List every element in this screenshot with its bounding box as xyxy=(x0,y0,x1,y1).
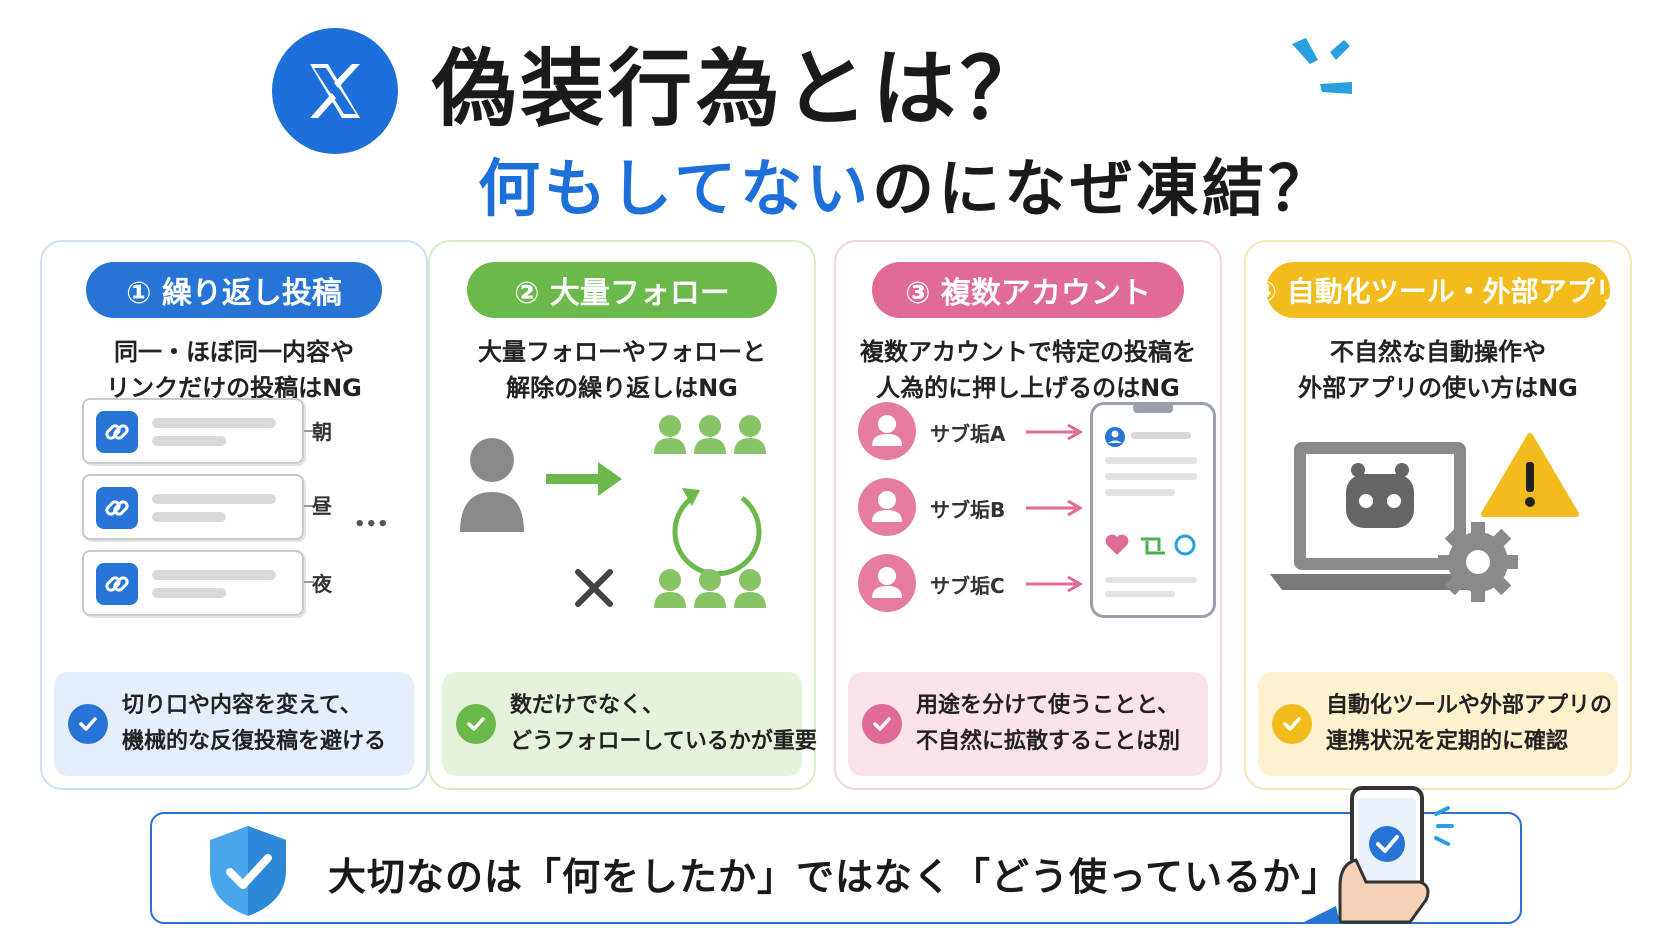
check-icon xyxy=(456,704,496,744)
tip-text: 切り口や内容を変えて、 機械的な反復投稿を避ける xyxy=(122,688,386,760)
sub-account-label: サブ垢B xyxy=(930,498,1006,522)
tip-box: 切り口や内容を変えて、 機械的な反復投稿を避ける xyxy=(54,672,414,776)
link-icon xyxy=(96,411,138,453)
tip-line: 用途を分けて使うことと、 xyxy=(916,693,1180,718)
card-mass-follow: ② 大量フォロー 大量フォローやフォローと 解除の繰り返しはNG xyxy=(428,240,817,790)
heart-icon xyxy=(1105,534,1129,555)
post-card xyxy=(82,550,304,616)
summary-text: 大切なのは「何をしたか」ではなく「どう使っているか」 xyxy=(328,855,1341,899)
desc-line: 解除の繰り返しはNG xyxy=(506,374,738,402)
sparkle-icon xyxy=(1292,38,1352,94)
tip-line: 不自然に拡散することは別 xyxy=(916,729,1181,754)
subtitle-highlight: 何もしてない xyxy=(478,152,873,225)
repeat-posting-illustration: 朝 昼 ••• 夜 xyxy=(42,398,426,667)
card-description: 同一・ほぼ同一内容や リンクだけの投稿はNG xyxy=(42,334,426,406)
link-icon xyxy=(96,487,138,529)
comment-icon xyxy=(1174,534,1196,556)
desc-line: 同一・ほぼ同一内容や xyxy=(114,338,354,366)
robot-icon xyxy=(1346,463,1414,528)
card-automation-tools: ④ 自動化ツール・外部アプリ 不自然な自動操作や 外部アプリの使い方はNG xyxy=(1244,240,1632,790)
warning-icon xyxy=(1481,433,1579,517)
tip-box: 自動化ツールや外部アプリの 連携状況を定期的に確認 xyxy=(1258,672,1618,776)
check-icon xyxy=(862,704,902,744)
page-title: 偽装行為とは？ xyxy=(432,40,1049,138)
avatar-icon xyxy=(858,554,916,612)
post-card xyxy=(82,398,304,464)
desc-line: 不自然な自動操作や xyxy=(1330,338,1546,366)
subtitle-rest: のになぜ凍結？ xyxy=(872,152,1335,225)
refresh-cycle-icon xyxy=(672,488,762,577)
ellipsis: ••• xyxy=(354,514,389,535)
page-subtitle: 何もしてないのになぜ凍結？ xyxy=(478,138,1334,228)
mass-follow-illustration xyxy=(430,402,814,667)
gear-icon xyxy=(1438,522,1518,602)
x-logo-icon xyxy=(272,28,398,154)
shield-check-icon xyxy=(210,826,286,916)
group-icon xyxy=(654,415,766,454)
avatar-icon xyxy=(858,402,916,460)
header: 偽装行為とは？ 何もしてないのになぜ凍結？ xyxy=(0,0,1672,230)
group-icon xyxy=(654,569,766,608)
card-description: 複数アカウントで特定の投稿を 人為的に押し上げるのはNG xyxy=(836,334,1220,406)
tip-line: 連携状況を定期的に確認 xyxy=(1326,729,1569,754)
check-icon xyxy=(1272,704,1312,744)
tip-line: どうフォローしているかが重要 xyxy=(510,729,817,754)
check-icon xyxy=(68,704,108,744)
desc-line: 大量フォローやフォローと xyxy=(478,338,766,366)
desc-line: 外部アプリの使い方はNG xyxy=(1298,374,1578,402)
tip-text: 数だけでなく、 どうフォローしているかが重要 xyxy=(510,688,817,760)
arrow-right-icon xyxy=(546,462,622,496)
sub-account-label: サブ垢A xyxy=(930,422,1006,446)
tip-line: 自動化ツールや外部アプリの xyxy=(1326,693,1613,718)
time-label: 夜 xyxy=(312,572,332,596)
tip-text: 用途を分けて使うことと、 不自然に拡散することは別 xyxy=(916,688,1180,760)
desc-line: リンクだけの投稿はNG xyxy=(106,374,362,402)
hand-phone-icon xyxy=(1300,786,1454,924)
card-title: ④ 自動化ツール・外部アプリ xyxy=(1253,262,1623,318)
tip-box: 数だけでなく、 どうフォローしているかが重要 xyxy=(442,672,817,776)
link-icon xyxy=(96,563,138,605)
cross-icon xyxy=(575,569,613,607)
avatar-icon xyxy=(858,478,916,536)
card-description: 大量フォローやフォローと 解除の繰り返しはNG xyxy=(430,334,814,406)
post-card xyxy=(82,474,304,540)
arrow-right-icon xyxy=(1026,499,1083,517)
desc-line: 複数アカウントで特定の投稿を xyxy=(860,338,1196,366)
card-multiple-accounts: ③ 複数アカウント 複数アカウントで特定の投稿を 人為的に押し上げるのはNG サ… xyxy=(834,240,1222,790)
tip-line: 切り口や内容を変えて、 xyxy=(122,693,362,718)
arrow-right-icon xyxy=(1026,575,1083,593)
multi-account-illustration: サブ垢A サブ垢B サブ垢C xyxy=(836,402,1220,667)
retweet-icon xyxy=(1141,537,1165,555)
sub-account-row: サブ垢B xyxy=(858,478,1088,540)
phone-icon xyxy=(1090,402,1216,618)
card-title: ③ 複数アカウント xyxy=(872,262,1184,318)
automation-illustration xyxy=(1246,402,1630,667)
summary-banner: 大切なのは「何をしたか」ではなく「どう使っているか」 xyxy=(150,786,1522,924)
card-description: 不自然な自動操作や 外部アプリの使い方はNG xyxy=(1246,334,1630,406)
card-title: ② 大量フォロー xyxy=(467,262,777,318)
tip-text: 自動化ツールや外部アプリの 連携状況を定期的に確認 xyxy=(1326,688,1612,760)
card-repeat-posting: ① 繰り返し投稿 同一・ほぼ同一内容や リンクだけの投稿はNG 朝 昼 ••• xyxy=(40,240,428,790)
sub-account-row: サブ垢C xyxy=(858,554,1088,616)
sub-account-row: サブ垢A xyxy=(858,402,1088,464)
tip-line: 数だけでなく、 xyxy=(510,693,665,718)
arrow-right-icon xyxy=(1026,423,1083,441)
time-label: 昼 xyxy=(312,494,332,518)
desc-line: 人為的に押し上げるのはNG xyxy=(876,374,1180,402)
card-title: ① 繰り返し投稿 xyxy=(86,262,382,318)
tip-line: 機械的な反復投稿を避ける xyxy=(122,729,387,754)
person-icon xyxy=(460,438,524,532)
sub-account-label: サブ垢C xyxy=(930,574,1005,598)
time-label: 朝 xyxy=(312,420,332,444)
tip-box: 用途を分けて使うことと、 不自然に拡散することは別 xyxy=(848,672,1208,776)
